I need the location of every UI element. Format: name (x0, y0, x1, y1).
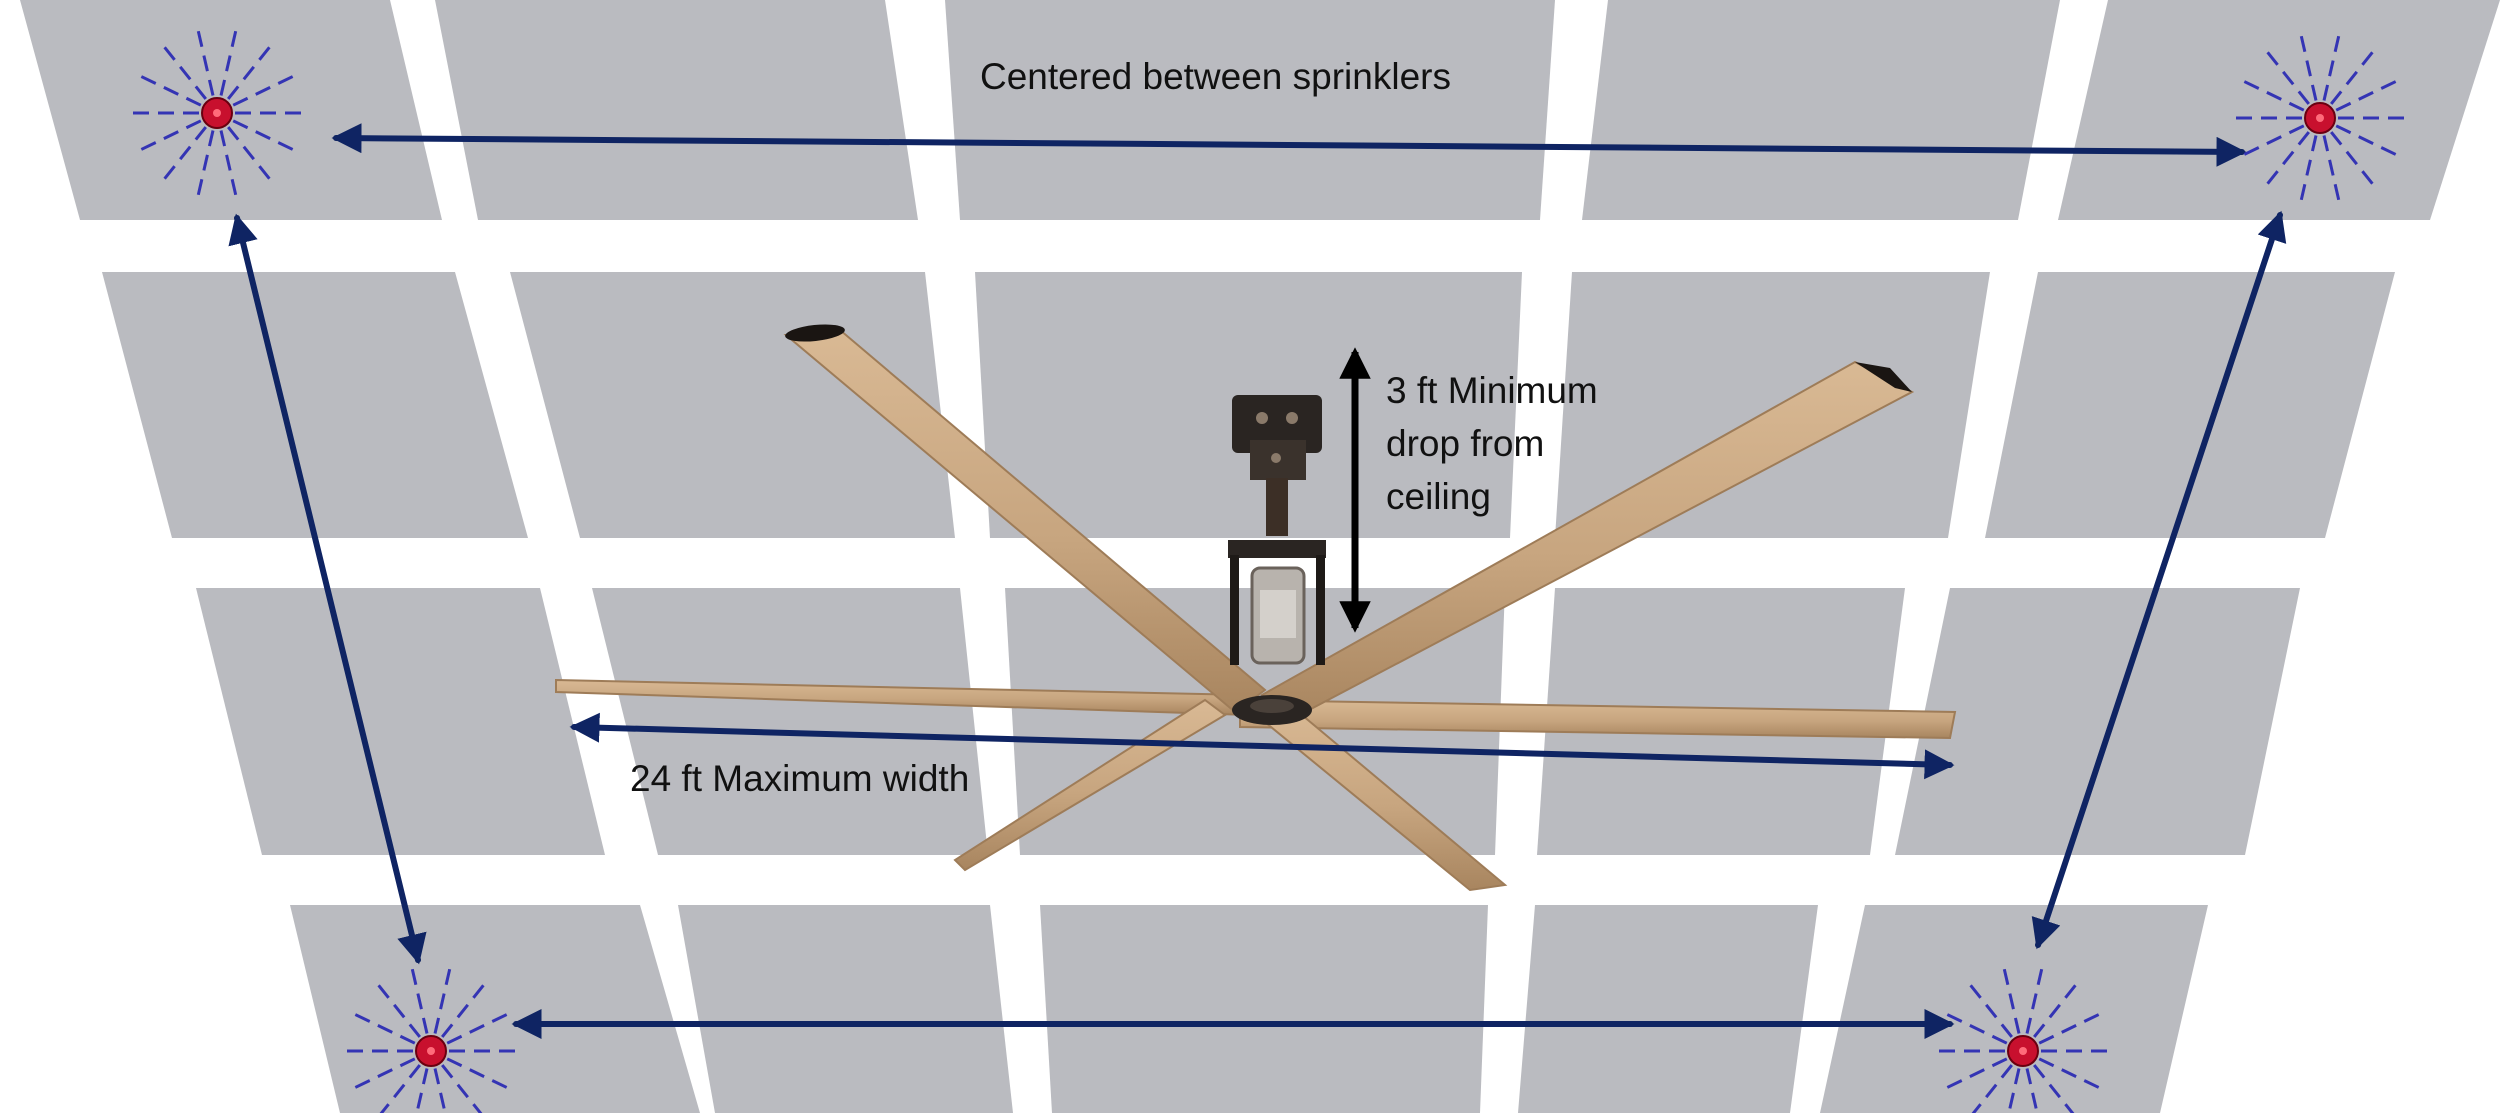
ceiling-mount (1232, 395, 1322, 453)
spray-line (374, 981, 421, 1038)
spray-line (1943, 1057, 2008, 1091)
spray-line (219, 130, 239, 200)
spray-line (137, 119, 202, 153)
sprinkler-highlight (213, 109, 221, 117)
spray-line (2298, 31, 2318, 101)
spray-line (351, 1011, 416, 1045)
spray-line (2322, 135, 2342, 205)
spray-line (137, 73, 202, 107)
spray-line (2263, 131, 2310, 188)
spray-line (446, 1011, 511, 1045)
spray-line (446, 1057, 511, 1091)
spray-line (1943, 1011, 2008, 1045)
spray-line (2001, 964, 2021, 1034)
drop-label-line: drop from (1386, 423, 1545, 464)
max-width-arrow (569, 712, 1955, 780)
spray-line (2330, 131, 2377, 188)
blade-tip (785, 324, 845, 342)
spray-line (2335, 124, 2400, 158)
sprinkler-highlight (427, 1047, 435, 1055)
sprinkler-icon (129, 26, 305, 200)
spray-line (2038, 1011, 2103, 1045)
spray-line (232, 73, 297, 107)
spray-line (1966, 981, 2013, 1038)
spray-line (2007, 1068, 2021, 1113)
downrod (1266, 478, 1288, 536)
sprinkler-highlight (2316, 114, 2324, 122)
drop-label-line: ceiling (1386, 476, 1491, 517)
spray-line (2298, 135, 2318, 205)
spray-line (415, 1068, 429, 1113)
sprinkler-spacing-arrow-right (2031, 210, 2287, 950)
drop-label: 3 ft Minimum drop from ceiling (1386, 364, 1598, 523)
drop-label-line: 3 ft Minimum (1386, 370, 1598, 411)
spray-line (433, 1068, 447, 1113)
spray-line (160, 43, 207, 100)
sprinkler-spacing-arrow-left (228, 213, 427, 965)
spray-line (195, 26, 215, 96)
sprinkler-spacing-arrow-top (331, 123, 2247, 167)
sprinkler-spacing-label: Centered between sprinklers (980, 56, 1451, 97)
spray-line (227, 126, 274, 183)
sprinkler-icon (1935, 964, 2111, 1113)
spray-line (2038, 1057, 2103, 1091)
sprinkler-icon (343, 964, 519, 1113)
spray-line (2033, 1064, 2075, 1113)
sprinkler-highlight (2019, 1047, 2027, 1055)
spray-line (2335, 78, 2400, 112)
spray-line (441, 981, 488, 1038)
spray-line (219, 26, 239, 96)
spray-line (195, 130, 215, 200)
spray-line (441, 1064, 483, 1113)
spray-line (1971, 1064, 2013, 1113)
dimension-arrows (228, 123, 2287, 1039)
max-width-label: 24 ft Maximum width (630, 758, 970, 799)
spray-line (2240, 78, 2305, 112)
spray-line (227, 43, 274, 100)
spray-line (2033, 981, 2080, 1038)
spray-line (409, 964, 429, 1034)
spray-line (160, 126, 207, 183)
spray-line (2330, 48, 2377, 105)
spray-line (2240, 124, 2305, 158)
spray-line (2263, 48, 2310, 105)
spray-line (2322, 31, 2342, 101)
spray-line (2025, 1068, 2039, 1113)
spray-line (433, 964, 453, 1034)
spray-line (351, 1057, 416, 1091)
spray-line (232, 119, 297, 153)
ceiling-tile-grid (20, 0, 2500, 1113)
spray-line (379, 1064, 421, 1113)
sprinkler-icon (2232, 31, 2408, 205)
spray-line (2025, 964, 2045, 1034)
